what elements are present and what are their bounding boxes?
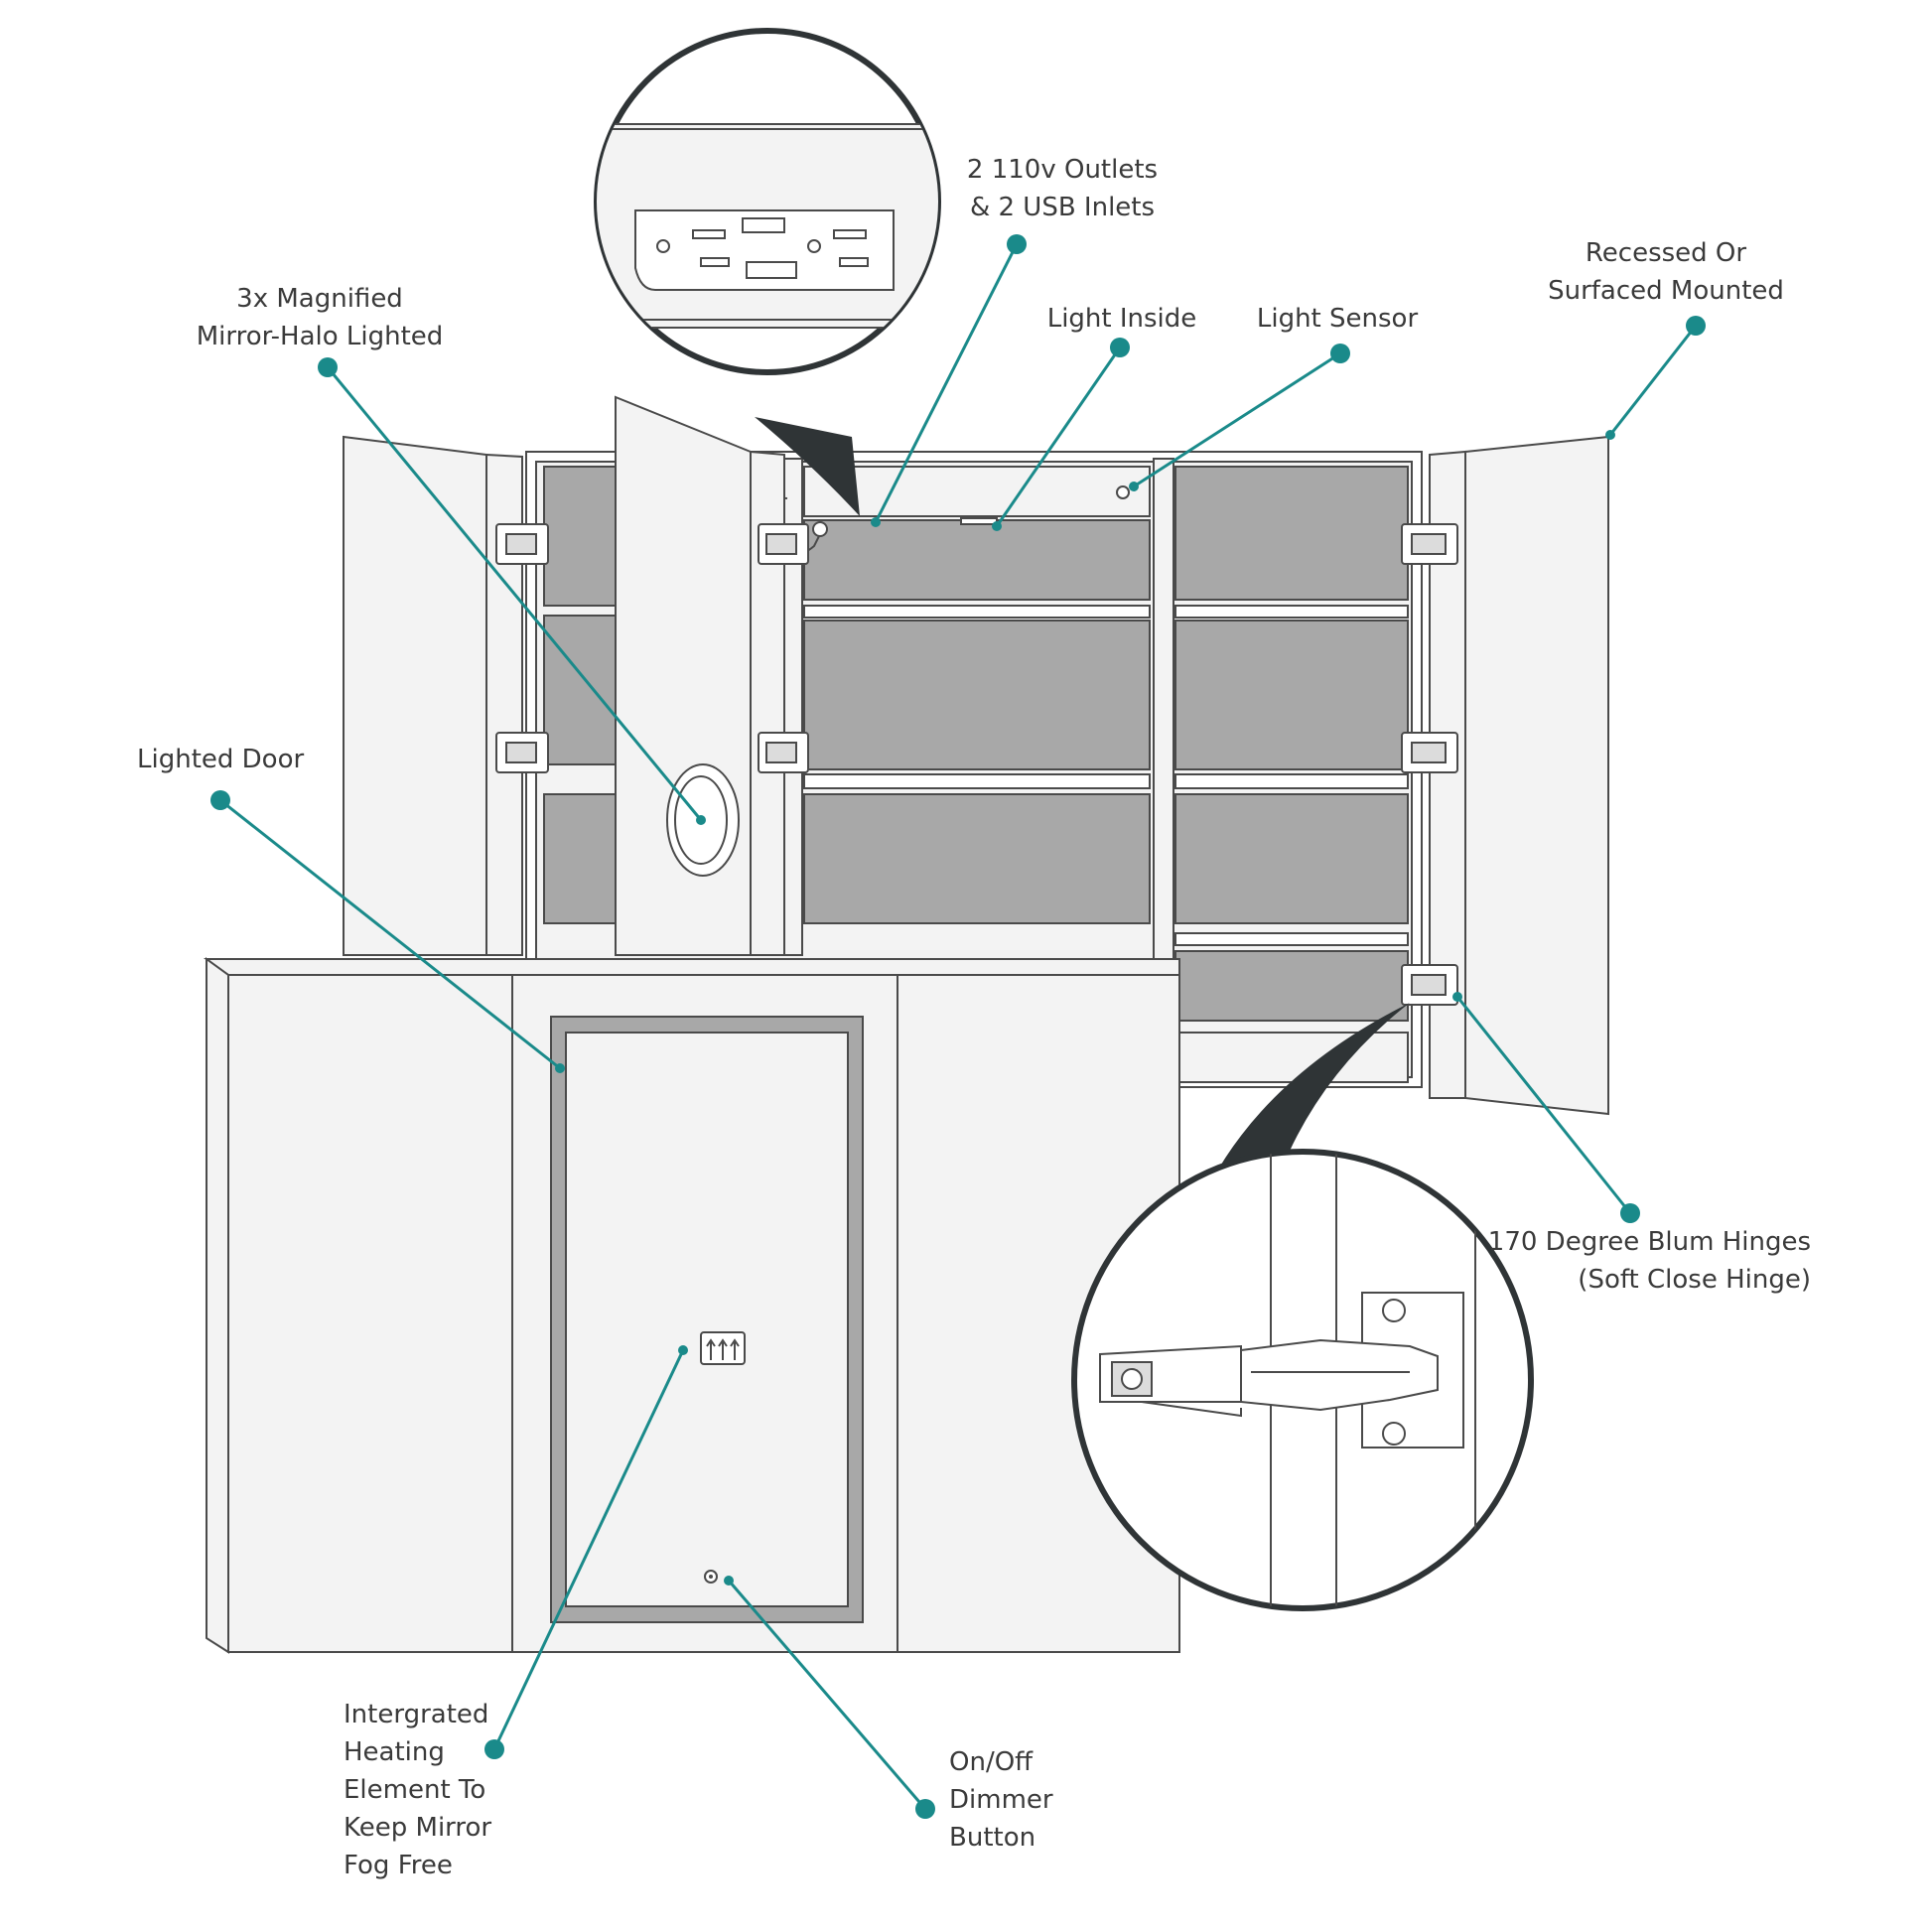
callout-recessed-line2: Surfaced Mounted [1548,276,1784,306]
callout-lighted-door: Lighted Door [137,741,336,778]
callout-dimmer-line1: On/Off [949,1747,1034,1777]
callout-heating-line5: Fog Free [344,1851,453,1880]
dot-dimmer [915,1799,935,1819]
defogger-heat-icon [700,1331,746,1365]
middle-open-door [615,395,809,956]
leader-lines [219,243,1698,1810]
callout-dimmer: On/Off Dimmer Button [949,1743,1088,1857]
callout-recessed: Recessed Or Surfaced Mounted [1537,234,1795,310]
lower-cabinet [203,957,1180,1654]
leader-recessed [1608,325,1698,436]
callout-hinges-line1: 170 Degree Blum Hinges [1487,1227,1811,1257]
dot-light-inside [1110,338,1130,357]
callout-light-sensor: Light Sensor [1253,300,1422,338]
callout-hinges: 170 Degree Blum Hinges (Soft Close Hinge… [1485,1223,1811,1299]
hinge-icon [1099,1292,1464,1449]
leader-outlets [874,243,1019,523]
callout-heating: Intergrated Heating Element To Keep Mirr… [344,1696,522,1884]
power-button-icon [704,1570,718,1584]
callout-lighted-door-line1: Lighted Door [137,745,305,774]
callout-outlets: 2 110v Outlets & 2 USB Inlets [933,151,1191,226]
dot-heating [484,1739,504,1759]
left-open-door [343,435,549,956]
callout-dimmer-line2: Dimmer [949,1785,1053,1815]
hinge-detail-bubble [1071,1003,1534,1611]
leader-dimmer [727,1580,927,1810]
callout-heating-line1: Intergrated [344,1700,489,1729]
leader-light-sensor [1133,351,1341,488]
leader-heating [492,1349,685,1750]
dot-lighted-door [210,790,230,810]
leader-hinges [1455,996,1632,1214]
dot-recessed [1686,316,1706,336]
leader-dots [210,234,1706,1819]
callout-light-inside-line1: Light Inside [1046,304,1197,334]
leader-light-inside [995,346,1122,527]
callout-outlets-line2: & 2 USB Inlets [969,193,1156,222]
leader-lighted-door [219,798,561,1070]
callout-magnified: 3x Magnified Mirror-Halo Lighted [191,280,449,355]
dot-light-sensor [1330,344,1350,363]
callout-dimmer-line3: Button [949,1823,1036,1853]
callout-heating-line3: Element To [344,1775,486,1805]
callout-outlets-line1: 2 110v Outlets [966,155,1159,185]
callout-hinges-line2: (Soft Close Hinge) [1578,1265,1811,1295]
outlet-detail-bubble [594,28,941,516]
dot-hinges [1620,1203,1640,1223]
callout-magnified-line2: Mirror-Halo Lighted [196,322,444,351]
callout-heating-line4: Keep Mirror [344,1813,492,1843]
callout-light-sensor-line1: Light Sensor [1256,304,1419,334]
dot-magnified [318,357,338,377]
right-open-door [1401,435,1609,1116]
callout-magnified-line1: 3x Magnified [236,284,403,314]
callout-heating-line2: Heating [344,1737,445,1767]
leader-magnified [326,366,703,821]
dot-outlets [1007,234,1027,254]
callout-recessed-line1: Recessed Or [1585,238,1747,268]
callout-light-inside: Light Inside [1042,300,1201,338]
outlet-usb-icon [634,209,895,291]
